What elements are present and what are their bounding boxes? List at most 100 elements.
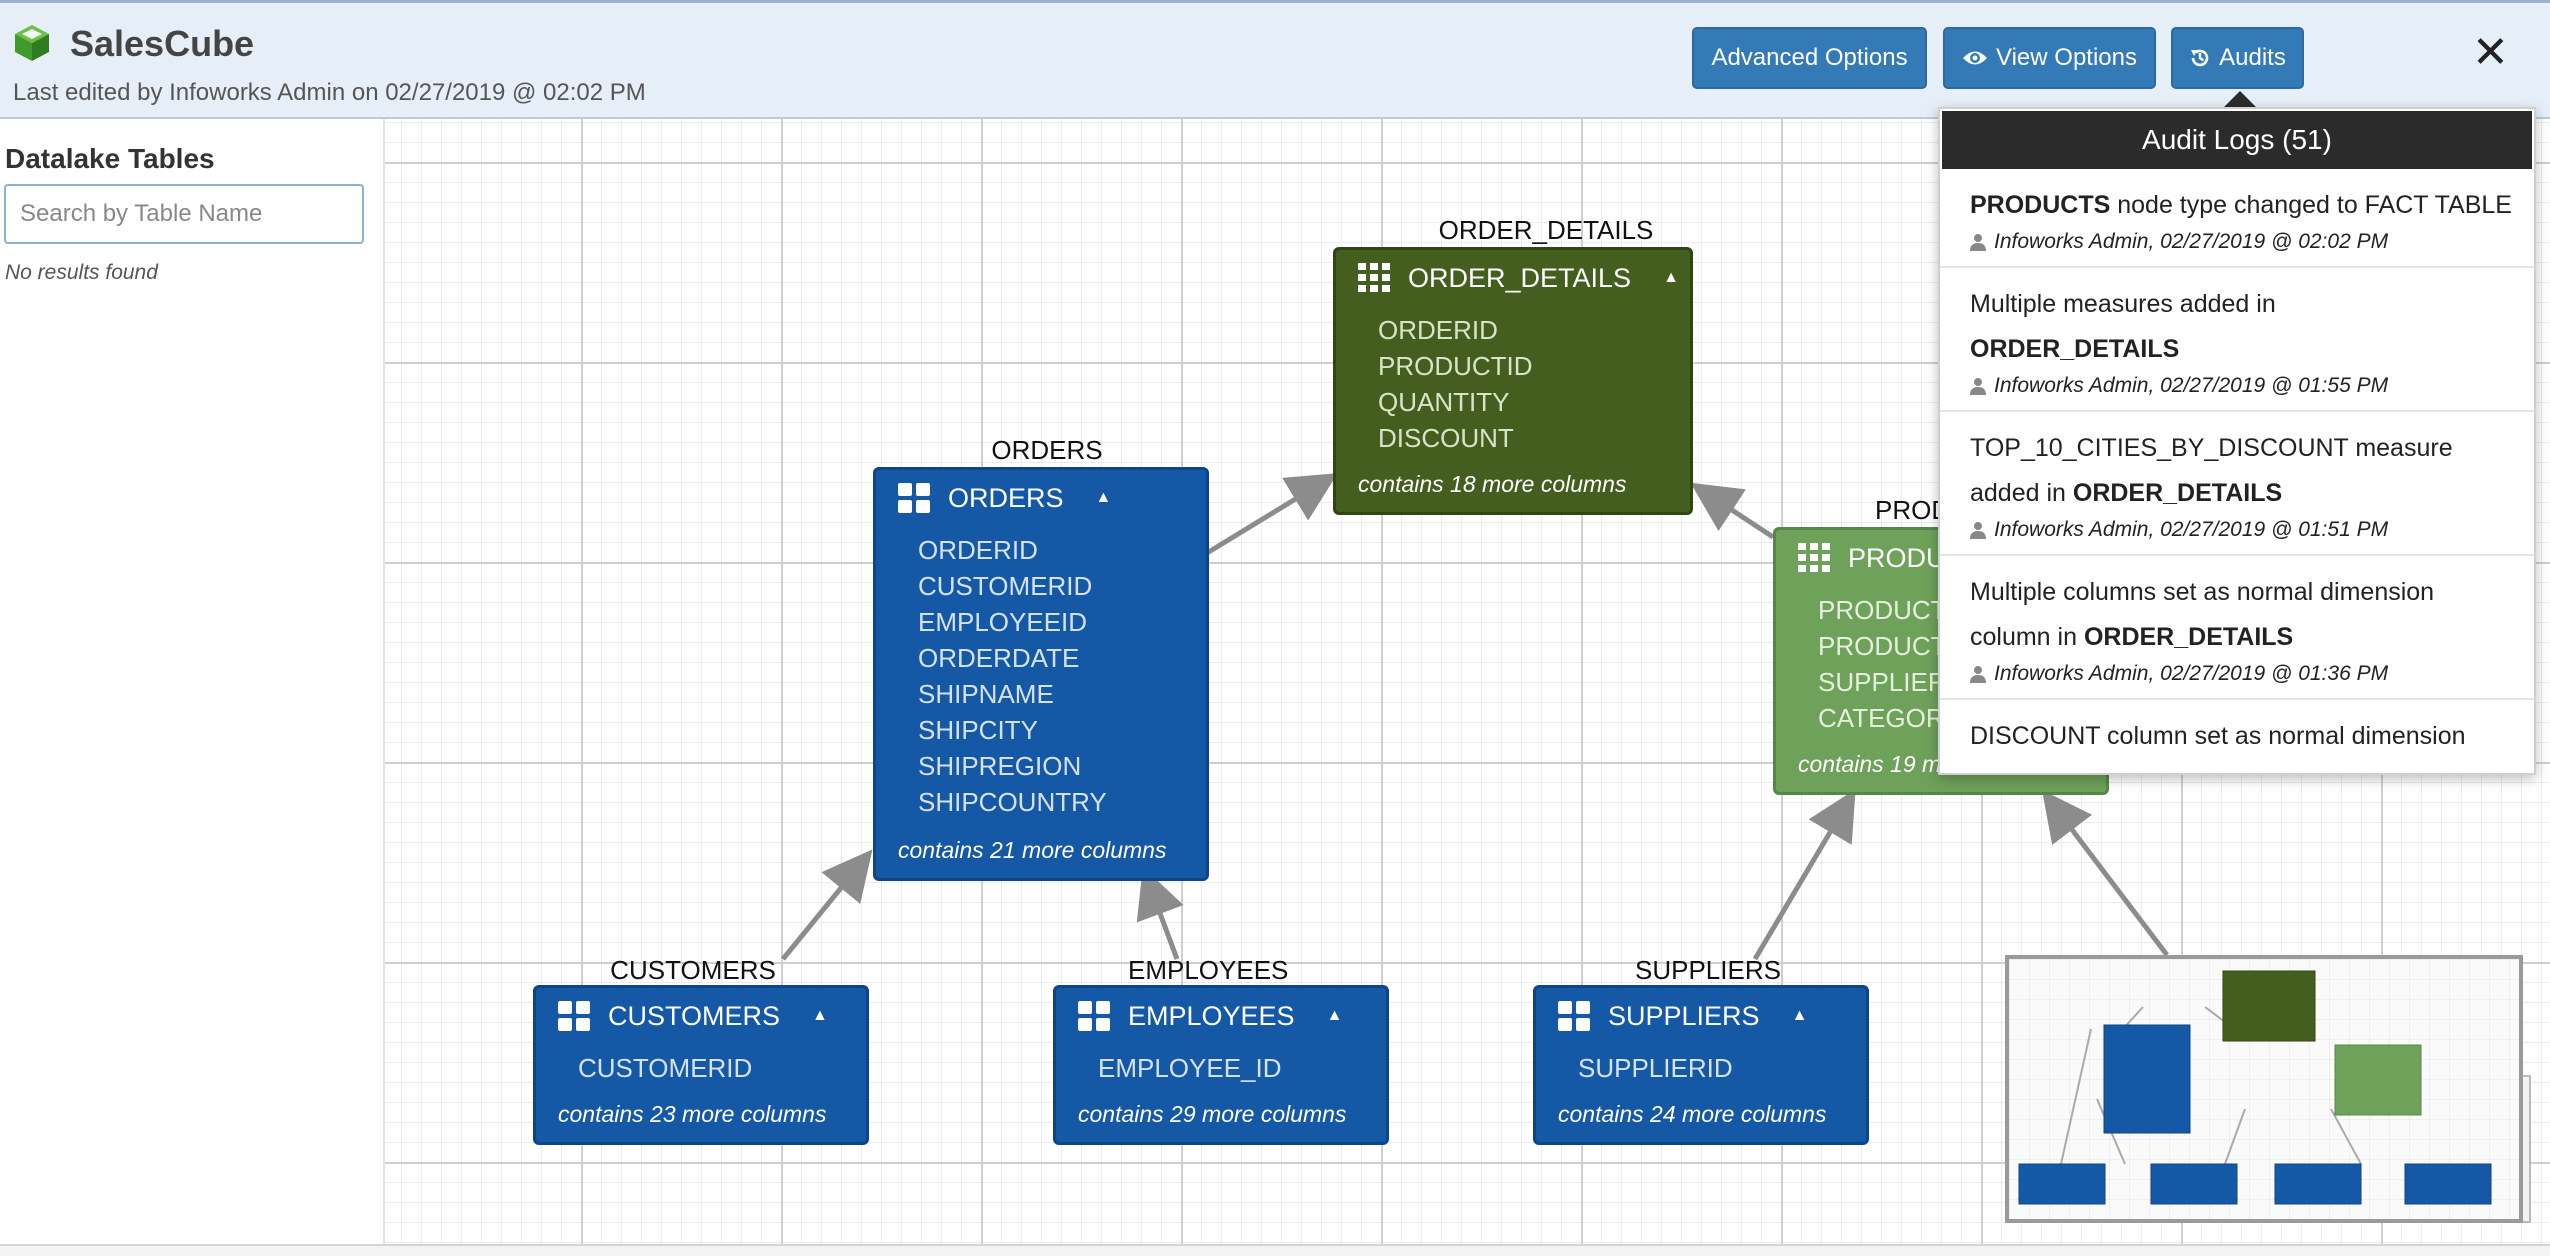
audit-log-author-date: Infoworks Admin, 02/27/2019 @ 02:02 PM [1994, 230, 2389, 253]
node-title: CUSTOMERS [608, 1000, 781, 1031]
audit-log-message: Multiple columns set as normal dimension… [1970, 578, 2435, 651]
column-item: QUANTITY [1378, 387, 1510, 417]
node-header: EMPLOYEES ▲ [1056, 988, 1386, 1044]
column-item: CATEGOR [1818, 703, 1945, 733]
audit-log-text: DISCOUNT column set as normal dimension [1970, 714, 2512, 759]
column-item: PRODUCT [1818, 631, 1947, 661]
audit-log-entity: ORDER_DETAILS [2083, 623, 2294, 651]
edge-employees-orders [1136, 866, 1184, 960]
column-list: SUPPLIERID [1536, 1044, 1866, 1086]
audit-log-item: TOP_10_CITIES_BY_DISCOUNT measure added … [1940, 412, 2534, 556]
audit-log-item: PRODUCTS node type changed to FACT TABLE… [1940, 169, 2534, 268]
audit-log-author-date: Infoworks Admin, 02/27/2019 @ 01:51 PM [1994, 518, 2389, 541]
audit-log-text: TOP_10_CITIES_BY_DISCOUNT measure added … [1970, 426, 2512, 516]
column-list: ORDERID CUSTOMERID EMPLOYEEID ORDERDATE … [876, 526, 1206, 820]
schema-canvas[interactable]: ORDER_DETAILS ORDER_DETAILS ▲ ORDERID PR… [385, 119, 2550, 1244]
node-label-suppliers: SUPPLIERS [1635, 955, 1781, 985]
grid-icon [1078, 1001, 1110, 1031]
audit-log-text: PRODUCTS node type changed to FACT TABLE [1970, 183, 2512, 228]
more-columns-text: contains 23 more columns [558, 1101, 827, 1127]
edge-suppliers-products [1752, 789, 1856, 961]
node-suppliers[interactable]: SUPPLIERS ▲ SUPPLIERID contains 24 more … [1533, 985, 1869, 1145]
node-orders[interactable]: ORDERS ▲ ORDERID CUSTOMERID EMPLOYEEID O… [873, 467, 1209, 881]
node-customers[interactable]: CUSTOMERS ▲ CUSTOMERID contains 23 more … [533, 985, 869, 1145]
minimap-diagram [2009, 959, 2519, 1219]
relationship-edges [781, 473, 2169, 961]
audit-log-message: Multiple measures added in [1970, 290, 2276, 318]
audit-log-text: Multiple columns set as normal dimension… [1970, 570, 2512, 660]
grid-icon [898, 483, 930, 513]
node-employees[interactable]: EMPLOYEES ▲ EMPLOYEE_ID contains 29 more… [1053, 985, 1389, 1145]
caret-up-icon[interactable]: ▲ [1663, 269, 1679, 286]
column-item: ORDERDATE [918, 643, 1080, 673]
column-list: ORDERID PRODUCTID QUANTITY DISCOUNT [1336, 306, 1690, 456]
audit-log-author-date: Infoworks Admin, 02/27/2019 @ 01:36 PM [1994, 662, 2389, 685]
edge-categories-products [2041, 790, 2169, 957]
node-title: SUPPLIERS [1608, 1000, 1760, 1031]
more-columns-text: contains 21 more columns [898, 837, 1167, 863]
column-item: PRODUCTID [1378, 351, 1533, 381]
audit-log-item: DISCOUNT column set as normal dimension [1940, 700, 2534, 771]
user-icon [1970, 234, 1986, 251]
view-options-button[interactable]: View Options [1943, 27, 2156, 89]
minimap[interactable] [2005, 955, 2523, 1223]
grid-icon [1558, 1001, 1590, 1031]
caret-up-icon[interactable]: ▲ [812, 1007, 828, 1024]
audit-log-text: Multiple measures added in ORDER_DETAILS [1970, 282, 2512, 372]
column-item: SHIPNAME [918, 679, 1054, 709]
node-header: ORDERS ▲ [876, 470, 1206, 526]
user-icon [1970, 378, 1986, 395]
column-item: PRODUCT [1818, 595, 1947, 625]
minimap-resize-handle[interactable] [2523, 1075, 2531, 1223]
node-header: PRODU [1776, 530, 2106, 586]
column-list: EMPLOYEE_ID [1056, 1044, 1386, 1086]
column-list: CUSTOMERID [536, 1044, 866, 1086]
edge-orders-order-details [1205, 473, 1338, 556]
sidebar-title: Datalake Tables [5, 143, 215, 174]
column-item: SUPPLIER [1818, 667, 1947, 697]
user-icon [1970, 666, 1986, 683]
caret-up-icon[interactable]: ▲ [1095, 489, 1112, 506]
popover-arrow [2222, 91, 2258, 109]
edge-customers-orders [781, 849, 873, 961]
column-item: ORDERID [918, 535, 1038, 565]
node-title: ORDER_DETAILS [1408, 262, 1632, 293]
more-columns-text: contains 24 more columns [1558, 1101, 1827, 1127]
edge-products-order-details [1690, 482, 1775, 540]
audit-log-item: Multiple measures added in ORDER_DETAILS… [1940, 268, 2534, 412]
audits-button[interactable]: Audits [2171, 27, 2304, 89]
audit-logs-title: Audit Logs (51) [1942, 111, 2532, 169]
column-item: ORDERID [1378, 315, 1498, 345]
audit-log-meta: Infoworks Admin, 02/27/2019 @ 01:55 PM [1970, 374, 2512, 398]
advanced-options-label: Advanced Options [1711, 44, 1908, 71]
audit-log-meta: Infoworks Admin, 02/27/2019 @ 02:02 PM [1970, 230, 2512, 254]
audit-log-meta: Infoworks Admin, 02/27/2019 @ 01:51 PM [1970, 518, 2512, 542]
column-item: CUSTOMERID [578, 1053, 753, 1083]
audit-log-message: TOP_10_CITIES_BY_DISCOUNT measure added … [1970, 434, 2453, 507]
view-options-label: View Options [1996, 44, 2137, 71]
caret-up-icon[interactable]: ▲ [1326, 1007, 1343, 1024]
table-grid-icon [1798, 543, 1830, 572]
grid-icon [558, 1001, 590, 1031]
column-item: DISCOUNT [1378, 423, 1514, 453]
column-item: SHIPREGION [918, 751, 1082, 781]
node-order-details[interactable]: ORDER_DETAILS ▲ ORDERID PRODUCTID QUANTI… [1333, 247, 1693, 515]
table-search-input[interactable] [4, 184, 364, 244]
page-title: SalesCube [70, 23, 255, 64]
node-header: ORDER_DETAILS ▲ [1336, 250, 1690, 306]
close-icon[interactable]: ✕ [2472, 28, 2509, 77]
audit-log-message: DISCOUNT column set as normal dimension [1970, 722, 2466, 750]
header-bar: SalesCube Last edited by Infoworks Admin… [0, 0, 2550, 119]
advanced-options-button[interactable]: Advanced Options [1692, 27, 1927, 89]
history-icon [2191, 49, 2209, 67]
column-item: EMPLOYEE_ID [1098, 1053, 1282, 1083]
table-grid-icon [1358, 263, 1390, 292]
caret-up-icon[interactable]: ▲ [1791, 1007, 1808, 1024]
audit-logs-popover[interactable]: Audit Logs (51) PRODUCTS node type chang… [1938, 107, 2536, 775]
more-columns-text: contains 18 more columns [1358, 471, 1627, 497]
audits-label: Audits [2219, 44, 2286, 71]
column-item: SHIPCITY [918, 715, 1038, 745]
column-item: CUSTOMERID [918, 571, 1093, 601]
column-item: SUPPLIERID [1578, 1053, 1733, 1083]
cube-icon [15, 25, 49, 61]
